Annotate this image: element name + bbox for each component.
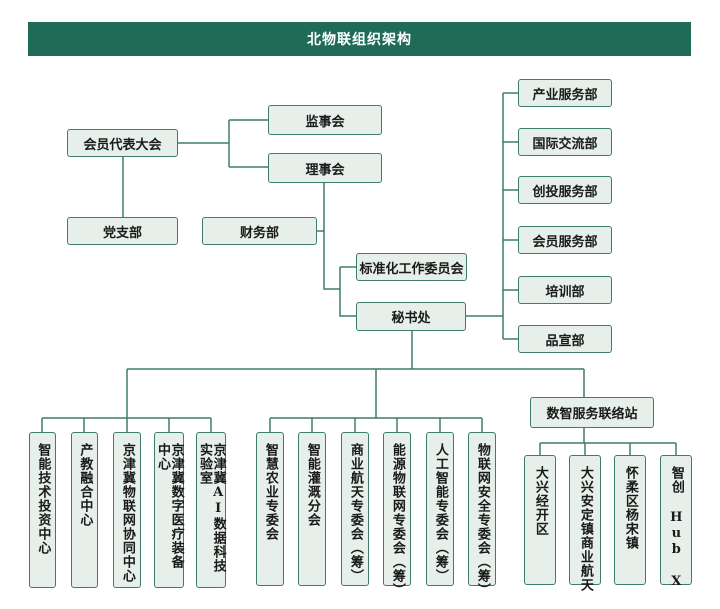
node-department: 培训部 <box>518 276 612 304</box>
node-center-label: 产教融合中心 <box>77 443 93 527</box>
node-department: 产业服务部 <box>518 79 612 107</box>
node-department: 创投服务部 <box>518 176 612 204</box>
node-station-child-label: 大兴安定镇商业航天 <box>577 466 593 592</box>
node-center: 京津冀物联网协同中心 <box>113 432 141 588</box>
node-committee: 物联网安全专委会（筹） <box>468 432 496 597</box>
node-center-label: 智能技术投资中心 <box>35 443 51 555</box>
chart-title: 北物联组织架构 <box>28 22 691 56</box>
node-department: 品宣部 <box>518 325 612 353</box>
node-center: 产教融合中心 <box>71 432 98 588</box>
node-committee-label: 智慧农业专委会 <box>262 443 278 541</box>
node-station-child-label: 怀柔区杨宋镇 <box>622 466 638 550</box>
node-station-child: 大兴安定镇商业航天 <box>569 455 601 592</box>
node-station-child: 智创 Hub X <box>660 455 692 590</box>
node-station-child-label: 大兴经开区 <box>532 466 548 536</box>
node-station: 数智服务联络站 <box>530 397 654 428</box>
node-center-label: 京津冀物联网协同中心 <box>119 443 135 583</box>
node-committee-label: 物联网安全专委会（筹） <box>474 443 490 597</box>
node-committee: 人工智能专委会（筹） <box>426 432 454 586</box>
node-committee-label: 能源物联网专委会（筹） <box>389 443 405 597</box>
node-committee: 智慧农业专委会 <box>256 432 284 586</box>
node-center: 京津冀数字医疗装备中心 <box>154 432 184 588</box>
node-committee-label: 智能灌溉分会 <box>304 443 320 527</box>
node-committee-label: 人工智能专委会（筹） <box>432 443 448 583</box>
node-secretariat: 秘书处 <box>356 302 466 331</box>
node-center: 智能技术投资中心 <box>29 432 56 588</box>
node-committee: 智能灌溉分会 <box>298 432 326 586</box>
node-department: 国际交流部 <box>518 128 612 156</box>
node-center: 京津冀AI数据科技实验室 <box>196 432 226 588</box>
node-committee: 商业航天专委会（筹） <box>341 432 369 586</box>
node-supervisory: 监事会 <box>268 105 382 135</box>
node-finance: 财务部 <box>202 217 317 245</box>
node-center-label: 京津冀AI数据科技实验室 <box>197 443 226 573</box>
node-center-label: 京津冀数字医疗装备中心 <box>155 443 184 569</box>
node-station-child-label: 智创 Hub X <box>668 466 684 590</box>
node-assembly: 会员代表大会 <box>67 129 178 157</box>
node-station-child: 大兴经开区 <box>524 455 556 585</box>
node-committee: 能源物联网专委会（筹） <box>383 432 411 597</box>
node-party: 党支部 <box>67 217 178 245</box>
node-council: 理事会 <box>268 153 382 183</box>
node-station-child: 怀柔区杨宋镇 <box>614 455 646 585</box>
node-department: 会员服务部 <box>518 226 612 254</box>
node-committee-label: 商业航天专委会（筹） <box>347 443 363 583</box>
node-standards: 标准化工作委员会 <box>356 253 467 281</box>
